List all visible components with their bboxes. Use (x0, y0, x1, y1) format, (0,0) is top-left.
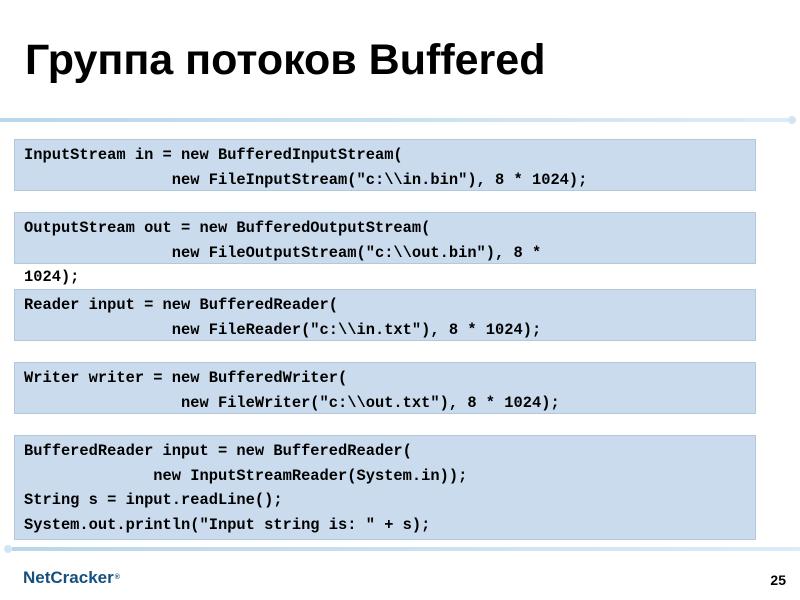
code-block-buffered-writer: Writer writer = new BufferedWriter( new … (14, 362, 756, 414)
slide-title: Группа потоков Buffered (25, 36, 546, 84)
footer-divider-dot (4, 545, 12, 553)
footer-divider (0, 545, 800, 553)
footer-divider-line (12, 547, 800, 551)
logo-registered-mark: ® (114, 574, 120, 581)
netcracker-logo: NetCracker® (23, 568, 120, 588)
code-block-buffered-output-stream: OutputStream out = new BufferedOutputStr… (14, 212, 756, 286)
title-divider (0, 116, 800, 124)
code-block-buffered-reader: Reader input = new BufferedReader( new F… (14, 289, 756, 341)
page-number: 25 (770, 572, 786, 588)
logo-text: NetCracker (23, 568, 114, 587)
title-divider-line (0, 118, 788, 122)
title-divider-dot (788, 116, 796, 124)
code-block-console-reader: BufferedReader input = new BufferedReade… (14, 435, 756, 540)
code-block-buffered-input-stream: InputStream in = new BufferedInputStream… (14, 139, 756, 191)
